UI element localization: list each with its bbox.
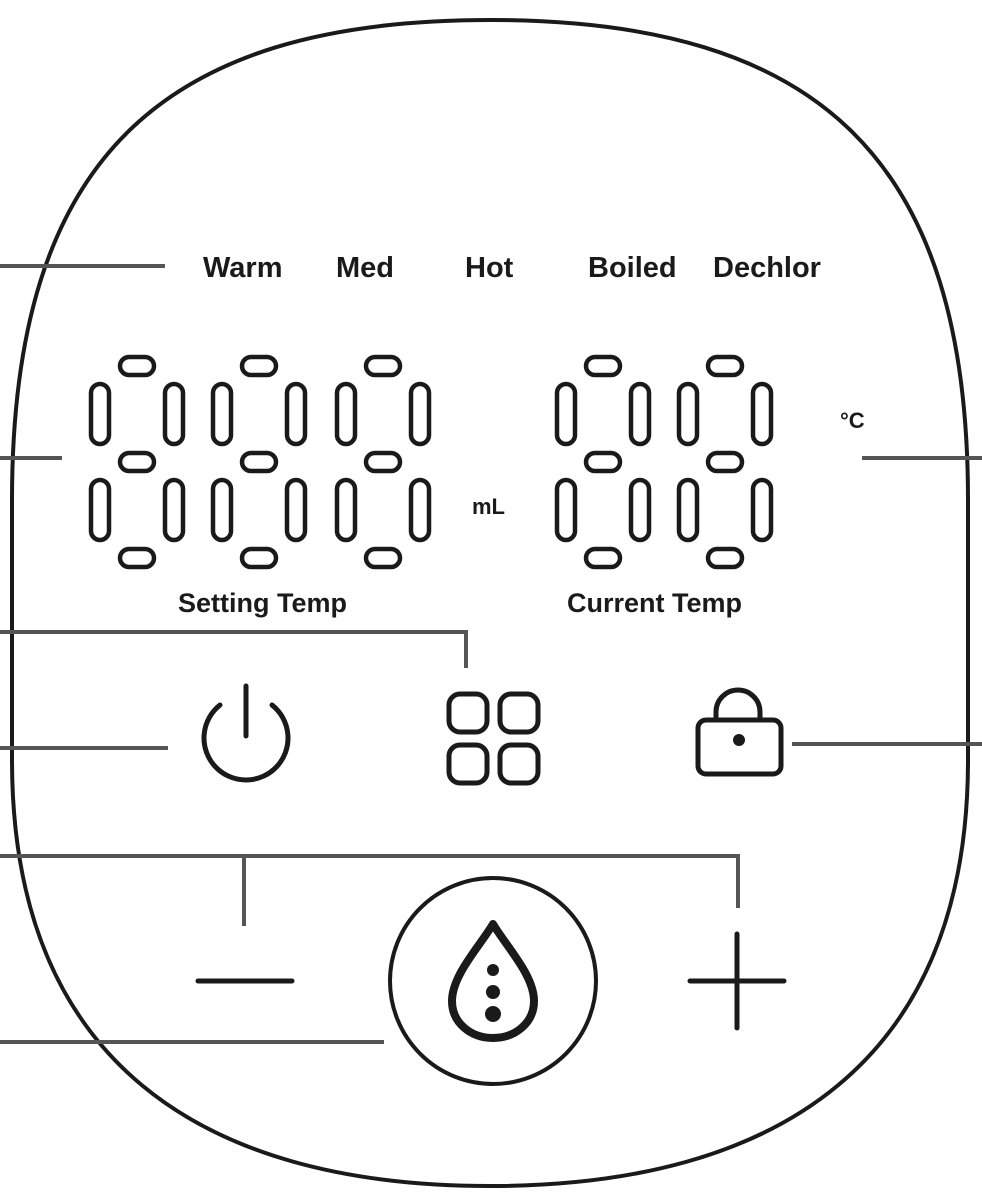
menu-grid-button[interactable] [446,691,541,786]
digit-s1-segment-b [284,381,308,447]
digit-s1-segment-f [210,381,234,447]
digit-s0-segment-a [117,354,157,378]
digit-c1-segment-b [750,381,774,447]
lock-icon [695,687,784,777]
mode-label-hot[interactable]: Hot [465,252,514,284]
menu-grid-icon [446,691,541,786]
plus-button[interactable] [687,931,787,1031]
digit-s1-segment-a [239,354,279,378]
digit-s2-segment-d [363,546,403,570]
digit-c0-segment-f [554,381,578,447]
digit-c1-segment-a [705,354,745,378]
digit-s2-segment-e [334,477,358,543]
digit-s2-segment-c [408,477,432,543]
digit-c0-segment-c [628,477,652,543]
digit-s0-segment-e [88,477,112,543]
digit-s0-segment-g [117,450,157,474]
digit-s2-segment-a [363,354,403,378]
callout-lines [0,264,982,1044]
digit-s0-segment-f [88,381,112,447]
power-button[interactable] [201,683,291,783]
digit-s2-segment-b [408,381,432,447]
setting-temp-digits [88,354,432,570]
panel-outline [10,17,970,1189]
digit-s2-segment-f [334,381,358,447]
digit-c1-segment-e [676,477,700,543]
digit-s2-segment-g [363,450,403,474]
current-temp-label: Current Temp [567,588,743,618]
lock-button[interactable] [695,687,784,777]
digit-s0-segment-c [162,477,186,543]
digit-c0-segment-b [628,381,652,447]
digit-s1-segment-g [239,450,279,474]
digit-c0-segment-a [583,354,623,378]
digit-c0-segment-g [583,450,623,474]
digit-s1-segment-d [239,546,279,570]
digit-c1-segment-f [676,381,700,447]
digit-s0-segment-b [162,381,186,447]
dispense-button-ring [388,876,598,1086]
digit-s1-segment-c [284,477,308,543]
digit-c0-segment-e [554,477,578,543]
setting-temp-label: Setting Temp [178,588,348,618]
water-drop-icon [448,920,538,1042]
digit-c1-segment-d [705,546,745,570]
mode-label-boiled[interactable]: Boiled [588,252,677,284]
mode-label-warm[interactable]: Warm [203,252,283,284]
digit-c0-segment-d [583,546,623,570]
dispense-water-button[interactable] [388,876,598,1086]
plus-icon [687,931,787,1031]
digit-s1-segment-e [210,477,234,543]
volume-unit-label: mL [472,494,505,519]
temperature-unit-label: °C [840,408,865,433]
digit-c1-segment-c [750,477,774,543]
digit-s0-segment-d [117,546,157,570]
digit-c1-segment-g [705,450,745,474]
current-temp-digits [554,354,774,570]
power-icon [201,702,291,783]
mode-label-dechlor[interactable]: Dechlor [713,252,821,284]
mode-label-med[interactable]: Med [336,252,394,284]
